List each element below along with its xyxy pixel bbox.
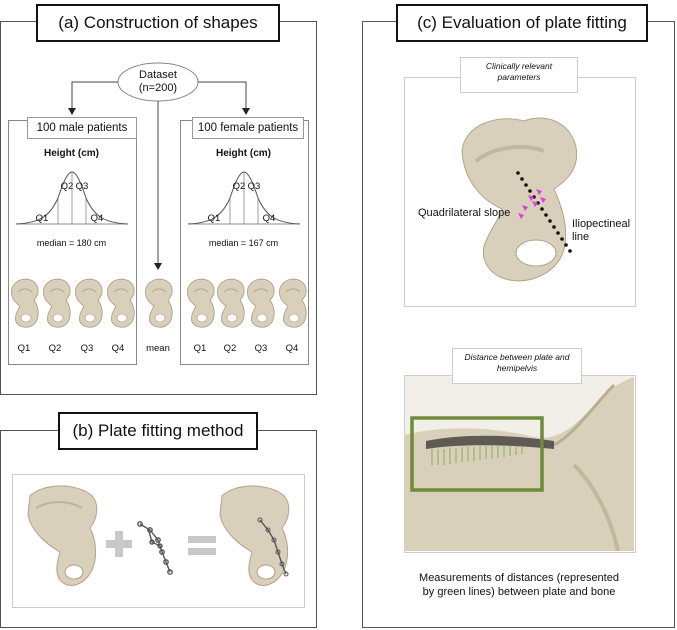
measurement-caption-line2: by green lines) between plate and bone xyxy=(422,586,616,598)
male-chart-title: Height (cm) xyxy=(44,148,99,159)
plate-implant xyxy=(137,521,173,575)
plus-sign xyxy=(106,531,132,557)
label-iliopectineal-line2: line xyxy=(572,231,590,243)
clinical-parameters-line2: parameters xyxy=(497,72,541,82)
male-median: median = 180 cm xyxy=(36,238,107,248)
shape-female-q2 xyxy=(216,278,245,328)
pelvis-shape-row xyxy=(10,278,307,328)
shape-mean xyxy=(144,278,173,328)
shape-label-male-q2: Q2 xyxy=(48,343,62,354)
shape-label-female-q4: Q4 xyxy=(285,343,299,354)
shape-label-female-q2: Q2 xyxy=(223,343,237,354)
shape-label-male-q1: Q1 xyxy=(17,343,31,354)
panel-c-title: (c) Evaluation of plate fitting xyxy=(396,4,648,42)
dataset-line2: (n=200) xyxy=(138,82,178,94)
pelvis-left xyxy=(27,485,98,586)
male-q1: Q1 xyxy=(35,213,49,224)
shape-label-male-q3: Q3 xyxy=(80,343,94,354)
equals-sign xyxy=(188,536,216,555)
shape-label-male-q4: Q4 xyxy=(111,343,125,354)
female-median: median = 167 cm xyxy=(208,238,279,248)
pelvis-right-fitted xyxy=(219,485,290,586)
female-q1: Q1 xyxy=(207,213,221,224)
shape-female-q1 xyxy=(186,278,215,328)
shape-male-q2 xyxy=(42,278,71,328)
shape-label-female-q1: Q1 xyxy=(193,343,207,354)
measurement-caption: Measurements of distances (represented b… xyxy=(372,571,666,599)
male-q3: Q3 xyxy=(75,181,89,192)
shape-female-q3 xyxy=(246,278,275,328)
male-q2: Q2 xyxy=(60,181,74,192)
female-chart-title: Height (cm) xyxy=(216,148,271,159)
label-iliopectineal-line1: Iliopectineal xyxy=(572,218,631,230)
shape-male-q4 xyxy=(106,278,135,328)
clinical-parameters-note: Clinically relevant parameters xyxy=(460,57,578,93)
female-q2: Q2 xyxy=(232,181,246,192)
distance-note-line2: hemipelvis xyxy=(496,363,538,373)
female-q4: Q4 xyxy=(262,213,276,224)
panel-a-title: (a) Construction of shapes xyxy=(36,4,280,42)
clinical-parameters-line1: Clinically relevant xyxy=(485,61,553,71)
label-quadrilateral-slope: Quadrilateral slope xyxy=(418,207,511,219)
female-header: 100 female patients xyxy=(192,117,304,139)
distance-note-line1: Distance between plate and xyxy=(464,352,570,362)
shape-label-mean: mean xyxy=(146,343,170,354)
pelvis-parameters-illustration xyxy=(461,117,578,282)
plate-profile xyxy=(426,435,554,449)
panel-b-title: (b) Plate fitting method xyxy=(58,412,258,450)
plate-fitting-illustration xyxy=(27,485,290,586)
green-distance-lines xyxy=(431,446,523,465)
label-iliopectineal-line: Iliopectineal line xyxy=(572,218,630,244)
iliopectineal-dots xyxy=(516,171,572,253)
zoom-highlight-box xyxy=(410,416,544,492)
plate-distance-illustration xyxy=(404,376,634,551)
male-height-distribution xyxy=(15,171,129,225)
quadrilateral-markers xyxy=(518,189,546,219)
distance-note: Distance between plate and hemipelvis xyxy=(452,348,582,384)
male-q4: Q4 xyxy=(90,213,104,224)
shape-male-q1 xyxy=(10,278,39,328)
measurement-caption-line1: Measurements of distances (represented xyxy=(419,572,619,584)
dataset-flow-arrows xyxy=(68,62,250,270)
dataset-label: Dataset (n=200) xyxy=(118,69,198,95)
shape-female-q4 xyxy=(278,278,307,328)
shape-male-q3 xyxy=(74,278,103,328)
shape-label-female-q3: Q3 xyxy=(254,343,268,354)
female-height-distribution xyxy=(187,171,301,225)
dataset-line1: Dataset xyxy=(139,69,177,81)
male-header: 100 male patients xyxy=(27,117,137,139)
female-q3: Q3 xyxy=(247,181,261,192)
